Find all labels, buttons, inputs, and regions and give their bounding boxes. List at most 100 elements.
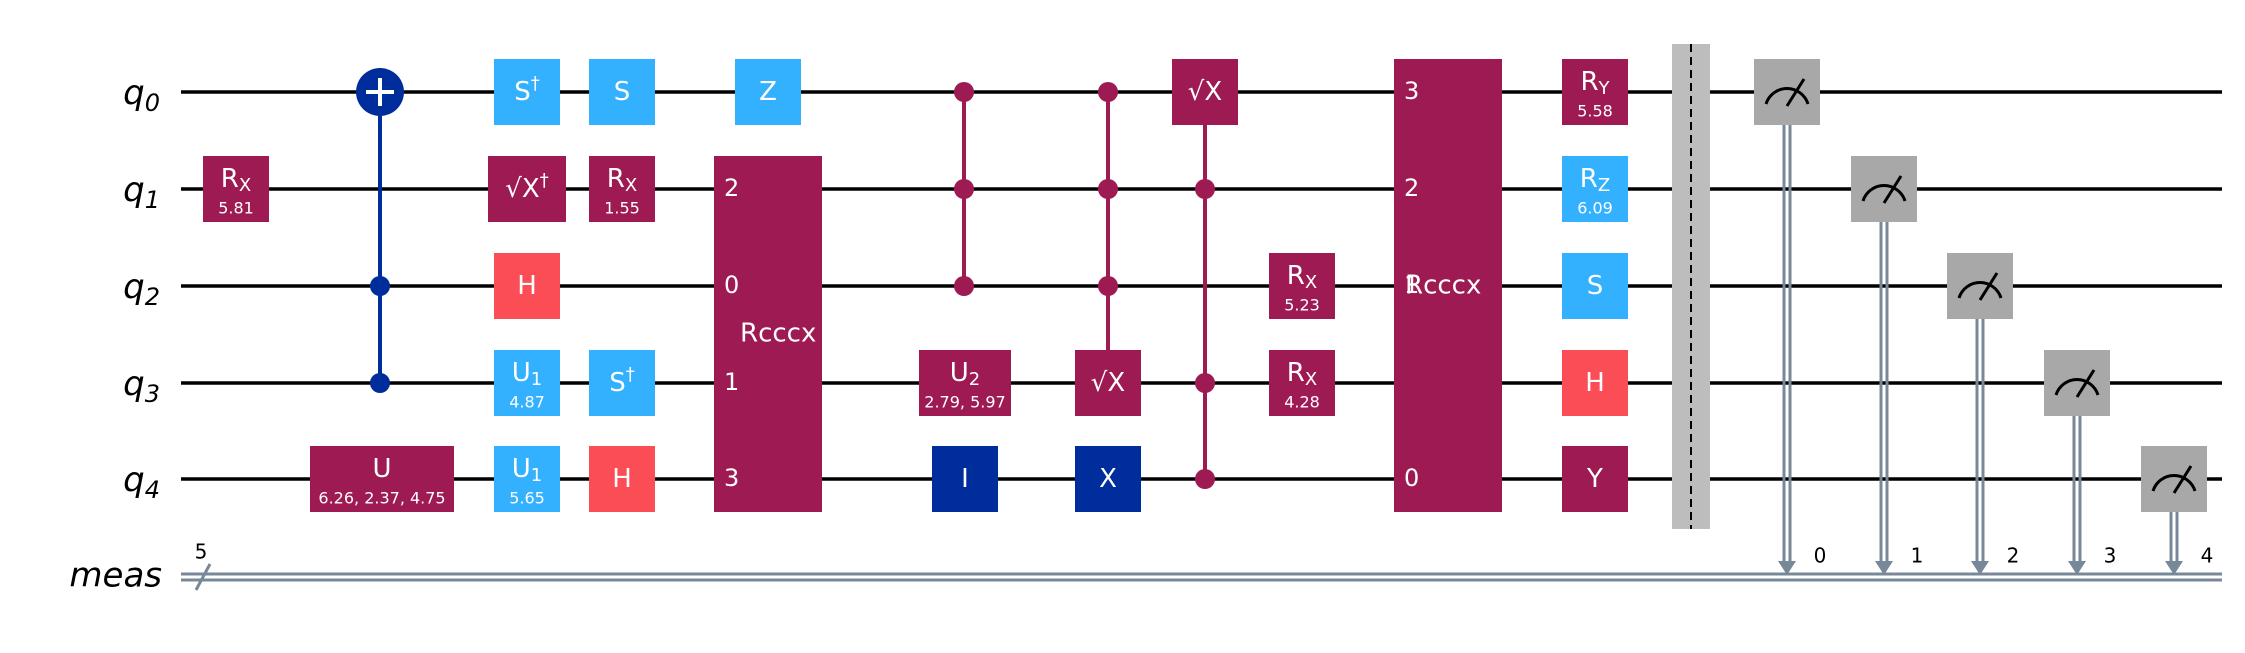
measure-box-1 [1851, 156, 1917, 222]
sx-gate-q3-label: √X [1091, 368, 1125, 398]
rx-gate-q2-param: 5.23 [1284, 296, 1320, 315]
rx-gate-q2-box [1269, 253, 1335, 319]
rcccx-gate-2-pin-0: 3 [1404, 77, 1419, 105]
sxdg-gate-q1-label: √X† [505, 170, 548, 204]
rcccx-gate-1-pin-3: 3 [724, 464, 739, 492]
cz3-control-q2 [954, 276, 974, 296]
measure-bit-label-2: 2 [2007, 544, 2020, 568]
z-gate-q0-box [735, 59, 801, 125]
sdg-gate-q0-box [494, 59, 560, 125]
meter-needle-icon-0 [1785, 78, 1806, 107]
rx-gate-q1-param: 5.81 [218, 199, 254, 218]
u1-gate-q3-box [494, 350, 560, 416]
s-gate-q0-label: S [614, 77, 631, 107]
sxdg-gate-q1-box [488, 156, 566, 222]
u1-gate-q4-param: 5.65 [509, 489, 545, 508]
h-gate-q3-box [1562, 350, 1628, 416]
s-gate-q0-box [589, 59, 655, 125]
z-gate-q0-label: Z [759, 77, 777, 107]
y-gate-q4-label: Y [1586, 464, 1603, 494]
u2-gate-q3-box [919, 350, 1011, 416]
csx-control-q2 [1098, 276, 1118, 296]
rcccx-gate-2-pin-2: 1 [1404, 271, 1419, 299]
cz3-control-q0 [954, 82, 974, 102]
x-gate-q4-label: X [1099, 464, 1117, 494]
u1-gate-q3-label: U1 [512, 358, 542, 391]
rx-gate-q2-label: RX [1287, 261, 1317, 294]
meter-needle-icon-1 [1882, 175, 1903, 204]
measure-arrow-2 [1971, 561, 1989, 575]
meter-arc-icon-4 [2151, 474, 2197, 492]
measure-box-4 [2141, 446, 2207, 512]
ry-gate-q0-box [1562, 59, 1628, 125]
rx-gate-q3-label: RX [1287, 358, 1317, 391]
rcccx-gate-2-box [1394, 59, 1502, 512]
rz-gate-q1-label: RZ [1580, 164, 1610, 197]
meter-arc-icon-3 [2054, 378, 2100, 396]
y-gate-q4-box [1562, 446, 1628, 512]
classical-width-label: 5 [195, 540, 208, 564]
u1-gate-q4-box [494, 446, 560, 512]
csx2-control-q1 [1195, 179, 1215, 199]
u2-gate-q3-param: 2.79, 5.97 [924, 393, 1005, 412]
ry-gate-q0-label: RY [1580, 67, 1610, 100]
csx2-control-q3 [1195, 373, 1215, 393]
qubit-label-q4: q4 [123, 460, 160, 505]
rx-gate-q1-box [203, 156, 269, 222]
u-gate-q4-param: 6.26, 2.37, 4.75 [318, 489, 445, 508]
meter-needle-icon-3 [2075, 369, 2096, 398]
rz-gate-q1-param: 6.09 [1577, 199, 1613, 218]
measure-bit-label-1: 1 [1911, 544, 1924, 568]
sdg-gate-q0-label: S† [514, 73, 540, 107]
u2-gate-q3-label: U2 [950, 358, 980, 391]
ccx-control-q2 [370, 276, 390, 296]
rx-gate-q3-param: 4.28 [1284, 393, 1320, 412]
measure-bit-label-0: 0 [1814, 544, 1827, 568]
ry-gate-q0-param: 5.58 [1577, 102, 1613, 121]
u1-gate-q4-label: U1 [512, 454, 542, 487]
measure-arrow-0 [1778, 561, 1796, 575]
h-gate-q4-label: H [612, 464, 632, 494]
measure-arrow-3 [2068, 561, 2086, 575]
h-gate-q2-box [494, 253, 560, 319]
u-gate-q4-box [310, 446, 454, 512]
csx2-control-q4 [1195, 469, 1215, 489]
qubit-label-q2: q2 [123, 267, 160, 312]
rcccx-gate-1-pin-2: 1 [724, 368, 739, 396]
meter-arc-icon-2 [1957, 281, 2003, 299]
meter-arc-icon-0 [1764, 87, 1810, 105]
qubit-label-q3: q3 [123, 364, 160, 409]
rx-gate-q1b-label: RX [607, 164, 637, 197]
sx-gate-q3-box [1075, 350, 1141, 416]
csx-control-q0 [1098, 82, 1118, 102]
ccx-control-q3 [370, 373, 390, 393]
rx-gate-q3-box [1269, 350, 1335, 416]
csx-control-q1 [1098, 179, 1118, 199]
classical-register-label: meas [69, 556, 162, 596]
sx-gate-q0-label: √X [1188, 77, 1222, 107]
rz-gate-q1-box [1562, 156, 1628, 222]
measure-box-0 [1754, 59, 1820, 125]
rcccx-gate-2-label: Rcccx [1405, 271, 1481, 301]
measure-bit-label-3: 3 [2104, 544, 2117, 568]
meter-needle-icon-4 [2172, 465, 2193, 494]
meter-needle-icon-2 [1978, 272, 1999, 301]
h-gate-q4-box [589, 446, 655, 512]
i-gate-q4-label: I [961, 464, 969, 494]
h-gate-q3-label: H [1585, 368, 1605, 398]
classical-bus-slash [194, 563, 212, 591]
s-gate-q2-label: S [1587, 271, 1604, 301]
x-gate-q4-box [1075, 446, 1141, 512]
rcccx-gate-1-box [714, 156, 822, 512]
rcccx-gate-2-pin-1: 2 [1404, 174, 1419, 202]
s-gate-q2-box [1562, 253, 1628, 319]
rcccx-gate-1-label: Rcccx [740, 319, 816, 349]
rx-gate-q1b-box [589, 156, 655, 222]
measure-arrow-1 [1875, 561, 1893, 575]
qubit-label-q1: q1 [123, 170, 160, 215]
rcccx-gate-1-pin-1: 0 [724, 271, 739, 299]
rx-gate-q1-label: RX [221, 164, 251, 197]
h-gate-q2-label: H [517, 271, 537, 301]
rcccx-gate-1-pin-0: 2 [724, 174, 739, 202]
